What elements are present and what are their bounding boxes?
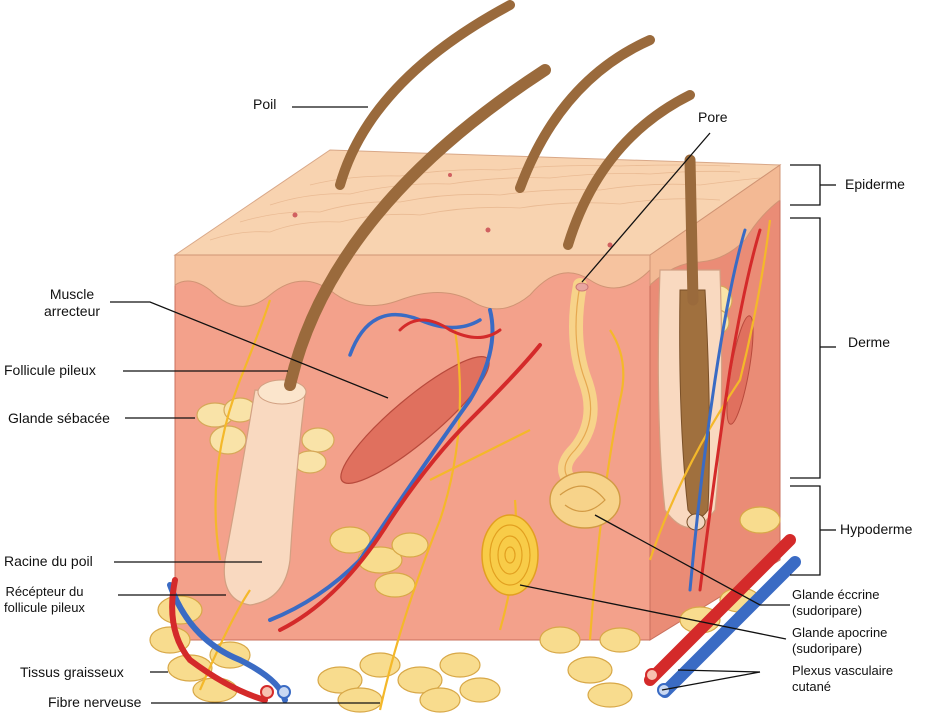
label-glande-sebacee: Glande sébacée — [8, 410, 110, 426]
label-epiderme: Epiderme — [845, 176, 905, 192]
epidermis-front-layer — [174, 254, 651, 310]
label-plexus-vasculaire: Plexus vasculaire cutané — [792, 663, 894, 694]
label-glande-eccrine: Glande éccrine (sudoripare) — [792, 587, 880, 618]
epidermis-side-layer — [649, 164, 781, 287]
pore-dot — [607, 242, 613, 248]
label-poil: Poil — [253, 96, 277, 112]
vessel-opening-red — [260, 685, 274, 699]
label-fibre-nerveuse: Fibre nerveuse — [48, 694, 142, 710]
leader-lines — [110, 106, 836, 704]
label-derme: Derme — [848, 334, 891, 350]
vessel-opening-red-2 — [645, 668, 659, 682]
sebaceous-gland — [196, 285, 733, 474]
eccrine-gland — [549, 278, 621, 529]
label-racine-du-poil: Racine du poil — [4, 553, 93, 569]
label-muscle-arrecteur: Muscle arrecteur — [44, 286, 101, 319]
hair-shafts — [284, 0, 699, 391]
pore-dot — [448, 173, 452, 177]
label-hypoderme: Hypoderme — [840, 521, 913, 537]
hair-follicle — [223, 269, 723, 606]
label-recepteur-follicule: Récépteur du follicule pileux — [4, 584, 85, 615]
label-pore: Pore — [698, 109, 728, 125]
label-glande-apocrine: Glande apocrine (sudoripare) — [792, 625, 888, 656]
pore-dot — [292, 212, 298, 218]
vessel-opening-blue — [277, 685, 291, 699]
label-follicule-pileux: Follicule pileux — [4, 362, 96, 378]
label-tissus-graisseux: Tissus graisseux — [20, 664, 124, 680]
apocrine-gland — [481, 514, 539, 596]
pore-dot — [485, 227, 491, 233]
